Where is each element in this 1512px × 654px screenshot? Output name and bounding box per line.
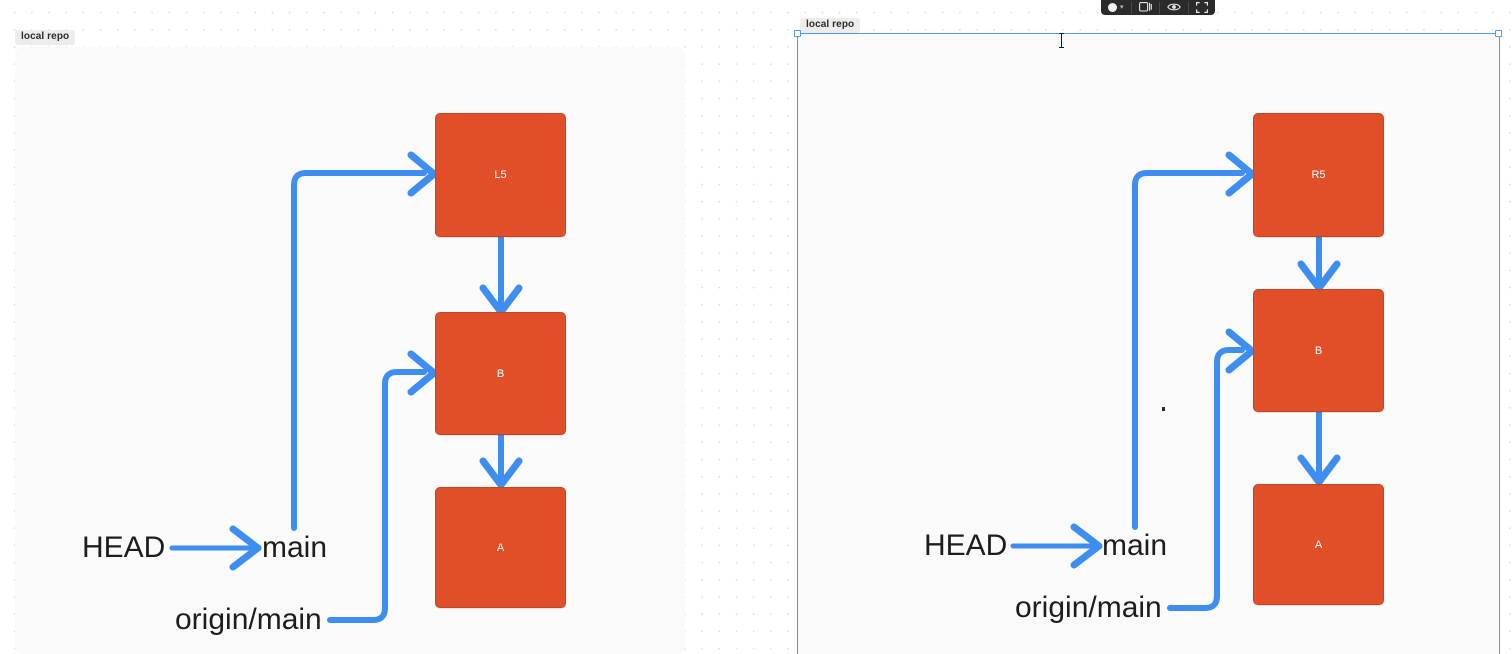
floating-toolbar[interactable]: ▾ xyxy=(1101,0,1215,15)
toolbar-divider-1 xyxy=(1130,2,1132,14)
commit-node-b-right[interactable]: B xyxy=(1253,289,1384,412)
circle-icon xyxy=(1108,2,1117,12)
fullscreen-button[interactable] xyxy=(1189,0,1215,14)
ref-label-main-right[interactable]: main xyxy=(1102,529,1168,562)
ref-label-head-right[interactable]: HEAD xyxy=(924,529,1008,562)
commit-node-r5[interactable]: R5 xyxy=(1253,113,1384,237)
preview-visibility-button[interactable] xyxy=(1160,0,1188,14)
stray-dot-artifact xyxy=(1162,407,1165,411)
frame-label-left[interactable]: local repo xyxy=(15,30,76,45)
shape-color-swatch-button[interactable]: ▾ xyxy=(1101,0,1131,14)
frame-label-right[interactable]: local repo xyxy=(800,18,861,33)
ref-label-head-left[interactable]: HEAD xyxy=(82,531,166,564)
commit-node-a-right[interactable]: A xyxy=(1253,484,1384,605)
chevron-down-icon: ▾ xyxy=(1120,3,1124,11)
eye-icon xyxy=(1166,3,1181,11)
expand-grid-icon xyxy=(1195,1,1208,13)
commit-node-b-left[interactable]: B xyxy=(435,312,566,435)
selection-handle-top-right[interactable] xyxy=(1495,30,1502,37)
toolbar-divider-3 xyxy=(1187,2,1189,14)
panel-icon xyxy=(1138,2,1152,12)
commit-node-l5[interactable]: L5 xyxy=(435,113,566,237)
text-ibeam-cursor xyxy=(1059,33,1064,48)
toolbar-divider-2 xyxy=(1158,2,1160,14)
panel-toggle-button[interactable] xyxy=(1132,0,1159,14)
ref-label-main-left[interactable]: main xyxy=(262,531,328,564)
commit-node-a-left[interactable]: A xyxy=(435,487,566,608)
ref-label-origin-main-right[interactable]: origin/main xyxy=(1015,591,1162,624)
selection-handle-top-left[interactable] xyxy=(794,30,801,37)
ref-label-origin-main-left[interactable]: origin/main xyxy=(175,603,322,636)
